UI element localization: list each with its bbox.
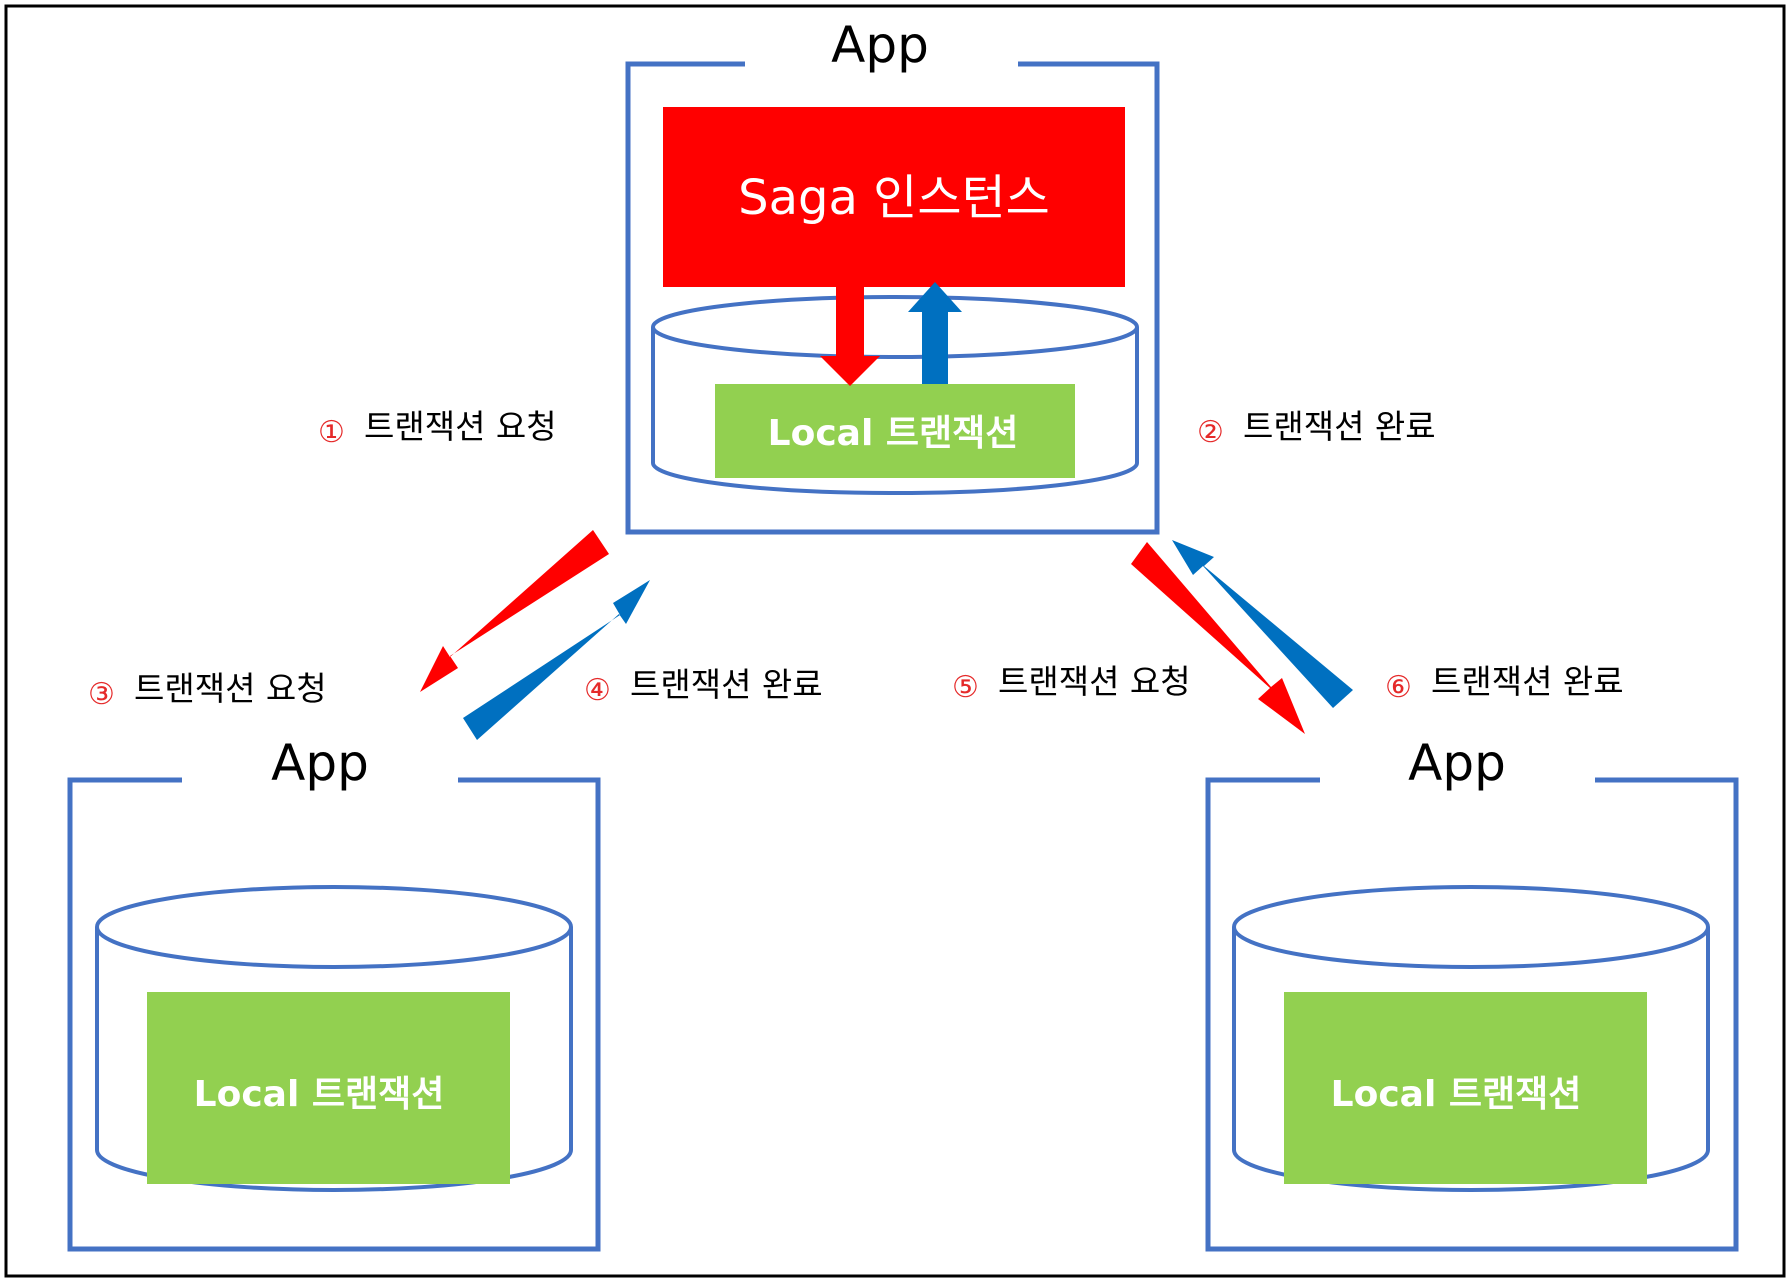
step-text-6: 트랜잭션 완료 [1431, 662, 1624, 701]
step-text-5: 트랜잭션 요청 [998, 662, 1191, 701]
local-transaction-box-top [715, 384, 1075, 478]
outer-border [4, 4, 1786, 1278]
step-text-4: 트랜잭션 완료 [630, 665, 823, 704]
app-top-title: App [831, 16, 929, 74]
app-right: App Local 트랜잭션 [1205, 734, 1739, 1252]
step-number-6: ⑥ [1385, 670, 1412, 705]
step-text-1: 트랜잭션 요청 [364, 407, 557, 446]
local-transaction-box-left [147, 992, 510, 1184]
saga-instance-box [663, 107, 1125, 287]
arrow-request-to-right [1131, 542, 1305, 734]
step-label-3: ③ 트랜잭션 요청 [88, 669, 327, 712]
step-number-5: ⑤ [952, 670, 979, 705]
app-left-title: App [271, 734, 369, 792]
arrow-request-to-left [420, 530, 609, 692]
step-label-2: ② 트랜잭션 완료 [1197, 407, 1436, 450]
local-transaction-label-right: Local 트랜잭션 [1331, 1074, 1582, 1115]
step-label-1: ① 트랜잭션 요청 [318, 407, 557, 450]
local-transaction-label-top: Local 트랜잭션 [768, 413, 1019, 454]
step-number-2: ② [1197, 415, 1224, 450]
local-to-saga-arrow [908, 282, 962, 384]
local-transaction-label-left: Local 트랜잭션 [194, 1074, 445, 1115]
app-right-frame [1205, 777, 1739, 1252]
step-label-6: ⑥ 트랜잭션 완료 [1385, 662, 1624, 705]
app-top: App Saga 인스턴스 Local 트랜잭션 [625, 16, 1160, 535]
step-text-2: 트랜잭션 완료 [1243, 407, 1436, 446]
step-number-1: ① [318, 415, 345, 450]
step-number-3: ③ [88, 677, 115, 712]
arrow-complete-from-right [1172, 540, 1353, 708]
app-top-frame [625, 61, 1160, 535]
app-left: App Local 트랜잭션 [67, 734, 601, 1252]
local-transaction-box-right [1284, 992, 1647, 1184]
saga-instance-label: Saga 인스턴스 [738, 170, 1050, 226]
step-label-4: ④ 트랜잭션 완료 [584, 665, 823, 708]
step-text-3: 트랜잭션 요청 [134, 669, 327, 708]
arrow-complete-from-left [463, 580, 650, 740]
step-label-5: ⑤ 트랜잭션 요청 [952, 662, 1191, 705]
saga-to-local-arrow [820, 287, 880, 386]
app-left-frame [67, 777, 601, 1252]
app-right-title: App [1408, 734, 1506, 792]
step-number-4: ④ [584, 673, 611, 708]
